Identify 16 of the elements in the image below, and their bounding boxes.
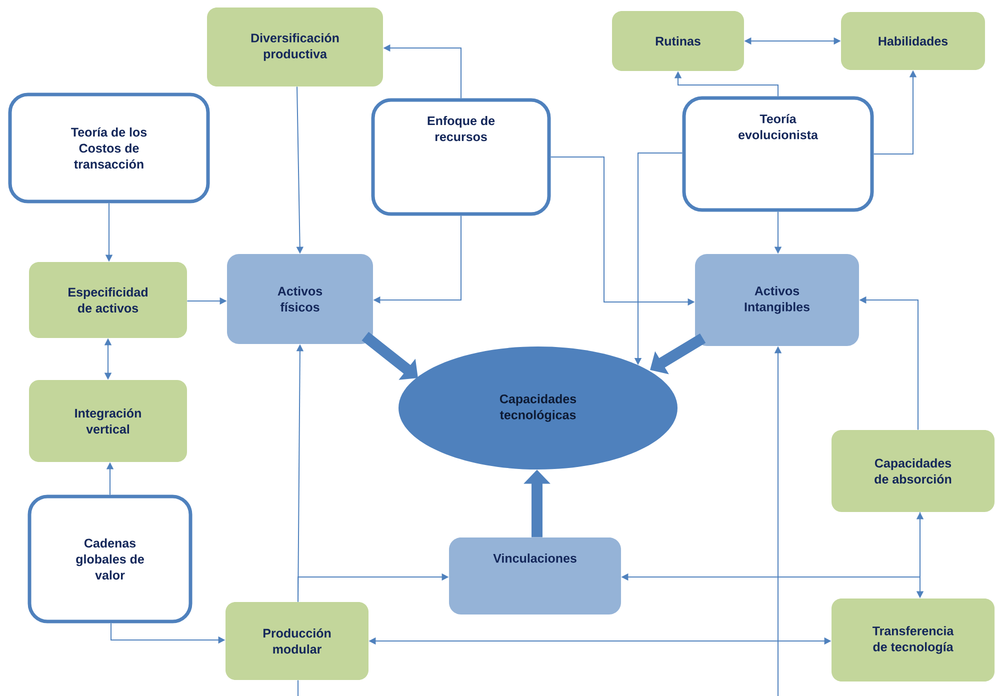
theory-box: Enfoque de recursos [371, 98, 551, 216]
concept-box: Transferencia de tecnología [832, 598, 995, 682]
concept-box: Habilidades [841, 12, 986, 70]
concept-box: Activos físicos [227, 254, 373, 344]
concept-box: Activos Intangibles [695, 254, 859, 346]
theory-box: Cadenas globales de valor [28, 494, 192, 624]
block-arrow [650, 334, 706, 374]
concept-box: Integración vertical [29, 380, 187, 462]
theory-box: Teoría de los Costos de transacción [8, 92, 210, 204]
concept-box: Rutinas [612, 11, 744, 71]
concept-box: Vinculaciones [449, 538, 621, 614]
concept-box: Producción modular [226, 602, 368, 680]
concept-box: Diversificación productiva [207, 8, 383, 86]
theory-box: Teoría evolucionista [682, 96, 874, 212]
concept-box: Capacidades de absorción [832, 430, 995, 512]
concept-box: Especificidad de activos [29, 262, 187, 338]
